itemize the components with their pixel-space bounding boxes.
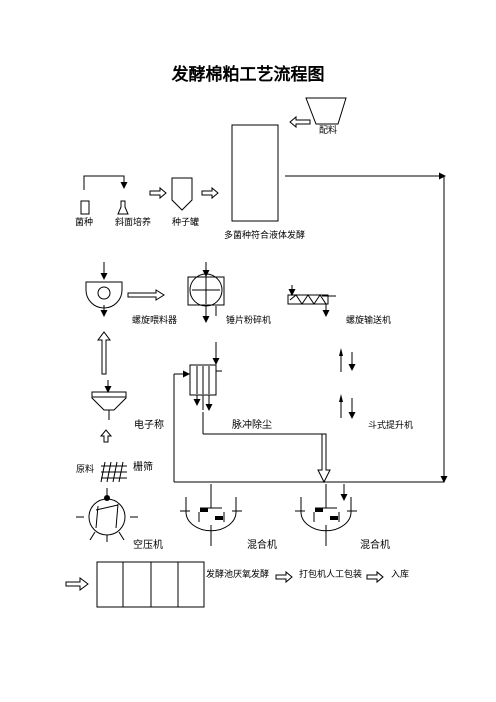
label-luoxuanshusong: 螺旋输送机 (346, 314, 391, 326)
strain-tube (80, 200, 90, 215)
hollow-arrow-up-to-feeder (97, 331, 111, 375)
air-compressor (76, 488, 138, 542)
label-dianzicheng: 电子称 (134, 418, 164, 431)
liquid-fermenter-tank (231, 124, 279, 222)
label-yejifajiao: 多菌种符合液体发酵 (224, 229, 305, 241)
label-xiemian: 斜面培养 (115, 216, 151, 228)
label-junzhong: 菌种 (75, 216, 93, 228)
grate-screen (100, 461, 127, 483)
bucket-elevator (339, 348, 356, 419)
label-hunheji1: 混合机 (247, 538, 277, 551)
screw-feeder (85, 262, 123, 317)
label-zhongziguan: 种子罐 (172, 216, 199, 228)
label-doushi: 斗式提升机 (368, 419, 413, 431)
electronic-scale (91, 380, 127, 420)
label-luoxuanweiliao: 螺旋喂料器 (132, 314, 177, 326)
hollow-arrow-left-to-fermenter (289, 115, 311, 129)
hollow-arrow-to-fermenter (201, 186, 219, 200)
label-maichong: 脉冲除尘 (232, 418, 272, 431)
fermentation-pool (96, 561, 205, 608)
screw-conveyor (287, 285, 336, 317)
hollow-arrow-to-packing (275, 570, 293, 584)
label-dabao: 打包机人工包装 (299, 568, 362, 580)
hollow-arrow-to-hammer-mill (127, 289, 165, 301)
hollow-arrow-to-seed-tank (149, 186, 167, 200)
label-fajiaochi: 发酵池厌氧发酵 (206, 568, 269, 580)
ingredient-hopper (305, 97, 347, 125)
hollow-arrow-down-to-mixer (317, 433, 331, 484)
label-kongyaji: 空压机 (133, 538, 163, 551)
slant-culture-flask (117, 200, 129, 215)
label-chuipian: 锤片粉碎机 (226, 314, 271, 326)
hammer-mill (187, 262, 225, 323)
label-hunheji2: 混合机 (360, 538, 390, 551)
mixer-1 (180, 484, 242, 546)
hollow-arrow-up-to-scale (99, 429, 113, 443)
seed-tank (171, 177, 193, 211)
label-yuanliao: 原料 (76, 463, 94, 475)
pulse-dust-collector (189, 342, 222, 411)
label-shanshai: 栅筛 (133, 460, 153, 473)
hollow-arrow-to-warehouse (366, 570, 384, 584)
hollow-arrow-to-fermentation-pool (65, 577, 89, 591)
seed-line (83, 175, 128, 190)
label-peiliao: 配料 (319, 124, 337, 136)
mixer-2 (295, 484, 357, 546)
label-ruku: 入库 (391, 568, 409, 580)
diagram-title: 发酵棉粕工艺流程图 (171, 64, 325, 85)
